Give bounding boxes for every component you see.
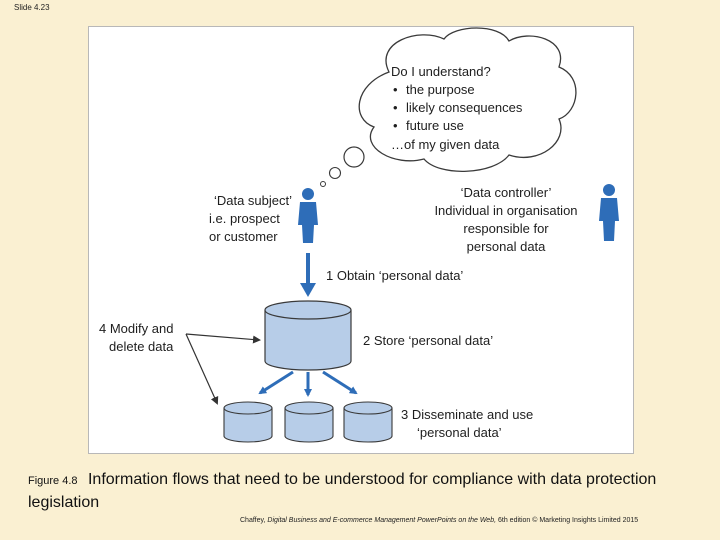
thought-cloud <box>358 27 577 172</box>
thought-dot-medium <box>328 166 342 180</box>
thought-dot-large <box>343 146 365 168</box>
obtain-arrow-head <box>300 283 316 297</box>
credit-edition: 6th edition © Marketing Insights Limited… <box>498 517 639 524</box>
data-subject-line-2: i.e. prospect <box>209 211 280 226</box>
source-credit: Chaffey, Digital Business and E-commerce… <box>240 517 638 524</box>
step-3-disseminate-line-2: ‘personal data’ <box>417 425 502 440</box>
thought-bullet-3: future use <box>406 118 464 133</box>
data-controller-line-1: ‘Data controller’ <box>461 185 552 200</box>
figure-caption: Figure 4.8 Information flows that need t… <box>28 469 698 513</box>
credit-author: Chaffey, <box>240 517 266 524</box>
thought-dot-small <box>320 181 326 187</box>
step-2-store: 2 Store ‘personal data’ <box>363 333 493 348</box>
database-cylinder-center <box>284 401 334 443</box>
disseminate-arrow-right <box>322 370 358 395</box>
thought-bullet-1: the purpose <box>406 82 475 97</box>
step-1-obtain: 1 Obtain ‘personal data’ <box>326 268 463 283</box>
data-controller-line-4: personal data <box>467 239 547 254</box>
modify-arrow-to-disseminated <box>185 333 219 405</box>
thought-bullet-2-marker: • <box>393 100 398 115</box>
thought-bullet-2: likely consequences <box>406 100 523 115</box>
data-subject-line-3: or customer <box>209 229 278 244</box>
data-controller-line-3: responsible for <box>463 221 549 236</box>
thought-bullet-3-marker: • <box>393 118 398 133</box>
figure-number: Figure 4.8 <box>28 475 78 487</box>
data-subject-line-1: ‘Data subject’ <box>214 193 292 208</box>
diagram-canvas: Do I understand? • the purpose • likely … <box>99 27 619 443</box>
slide-number: Slide 4.23 <box>14 3 50 12</box>
disseminate-arrow-left <box>258 370 294 395</box>
data-subject-person-icon <box>298 188 318 243</box>
step-4-modify-line-2: delete data <box>109 339 174 354</box>
data-controller-line-2: Individual in organisation <box>434 203 577 218</box>
database-cylinder-right <box>343 401 393 443</box>
credit-title: Digital Business and E-commerce Manageme… <box>267 517 497 524</box>
thought-footer: …of my given data <box>391 137 500 152</box>
main-database-cylinder <box>264 300 352 371</box>
database-cylinder-left <box>223 401 273 443</box>
thought-bullet-1-marker: • <box>393 82 398 97</box>
caption-text: Information flows that need to be unders… <box>28 471 657 511</box>
data-controller-person-icon <box>599 184 619 241</box>
thought-title: Do I understand? <box>391 64 491 79</box>
step-3-disseminate-line-1: 3 Disseminate and use <box>401 407 533 422</box>
information-flow-diagram: Do I understand? • the purpose • likely … <box>88 26 634 454</box>
step-4-modify-line-1: 4 Modify and <box>99 321 173 336</box>
modify-arrow-to-store <box>185 333 261 344</box>
